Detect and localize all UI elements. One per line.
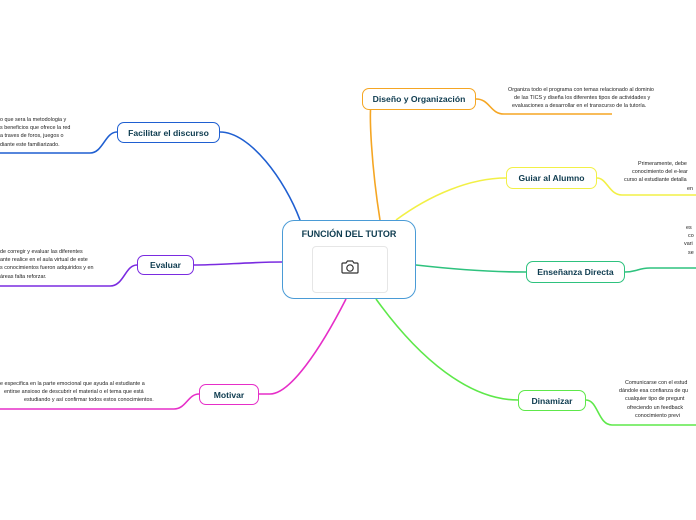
topic-facilitar-discurso[interactable]: Facilitar el discurso [117, 122, 220, 143]
note-guiar-alumno: Primeramente, debe conocimiento del e-le… [624, 160, 696, 193]
note-line: e especifica en la parte emocional que a… [0, 381, 145, 387]
note-line: en [687, 185, 693, 192]
topic-guiar-alumno[interactable]: Guiar al Alumno [506, 167, 597, 189]
note-diseno-organizacion: Organiza todo el programa con temas rela… [508, 86, 654, 111]
note-line: dándole esa confianza de qu [619, 388, 688, 395]
topic-diseno-organizacion[interactable]: Diseño y Organización [362, 88, 476, 110]
note-line: diante este familiarizado. [0, 141, 60, 148]
note-line: áreas falta reforzar. [0, 273, 47, 280]
topic-guiar-alumno-label: Guiar al Alumno [518, 173, 585, 183]
note-line: se [688, 249, 694, 256]
note-motivar: e especifica en la parte emocional que a… [0, 380, 154, 405]
note-dinamizar: Comunicarse con el estud dándole esa con… [615, 379, 696, 420]
camera-icon [341, 259, 359, 280]
note-line: Comunicarse con el estud [625, 380, 688, 386]
note-facilitar-discurso: o que sera la metodologia y s beneficios… [0, 116, 70, 149]
note-line: vari [684, 241, 693, 248]
note-line: de corregir y evaluar las diferentes [0, 249, 83, 255]
note-line: s conocimientos fueron adquiridos y en [0, 265, 94, 272]
topic-ensenanza-directa-label: Enseñanza Directa [537, 267, 614, 277]
note-line: Primeramente, debe [638, 161, 687, 167]
topic-evaluar[interactable]: Evaluar [137, 255, 194, 275]
topic-facilitar-discurso-label: Facilitar el discurso [128, 127, 209, 138]
note-line: entirse ansioso de descubrir el material… [4, 389, 144, 396]
topic-motivar[interactable]: Motivar [199, 384, 259, 405]
note-line: s beneficios que ofrece la red [0, 125, 71, 132]
topic-evaluar-label: Evaluar [149, 260, 182, 270]
note-line: conocimiento previ [635, 412, 680, 419]
note-evaluar: de corregir y evaluar las diferentes ant… [0, 248, 94, 281]
note-line: estudiando y así confirmar todos estos c… [24, 397, 154, 404]
note-line: es [686, 225, 692, 231]
note-ensenanza-directa: es co vari se [684, 224, 696, 257]
note-line: cualquier tipo de pregunt [625, 396, 685, 403]
note-line: de las TICS y diseña los diferentes tipo… [514, 95, 651, 102]
note-line: o que sera la metodologia y [0, 117, 67, 123]
note-line: evaluaciones a desarrollar en el transcu… [512, 103, 647, 110]
note-line: a traves de foros, juegos o [0, 133, 64, 140]
topic-dinamizar-label: Dinamizar [531, 395, 573, 406]
note-line: curso al estudiante detalla [624, 177, 687, 184]
central-topic-title: FUNCIÓN DEL TUTOR [301, 229, 397, 239]
topic-ensenanza-directa[interactable]: Enseñanza Directa [526, 261, 625, 283]
note-line: Organiza todo el programa con temas rela… [508, 87, 654, 93]
topic-diseno-organizacion-label: Diseño y Organización [372, 94, 466, 104]
topic-motivar-label: Motivar [213, 389, 245, 400]
topic-dinamizar[interactable]: Dinamizar [518, 390, 586, 411]
note-line: co [688, 233, 694, 240]
note-line: conocimiento del e-lear [632, 169, 688, 176]
central-topic[interactable]: FUNCIÓN DEL TUTOR [282, 220, 416, 299]
central-topic-image [312, 246, 388, 293]
note-line: ante realice en el aula virtual de este [0, 257, 88, 264]
note-line: ofreciendo un feedback [627, 404, 684, 411]
